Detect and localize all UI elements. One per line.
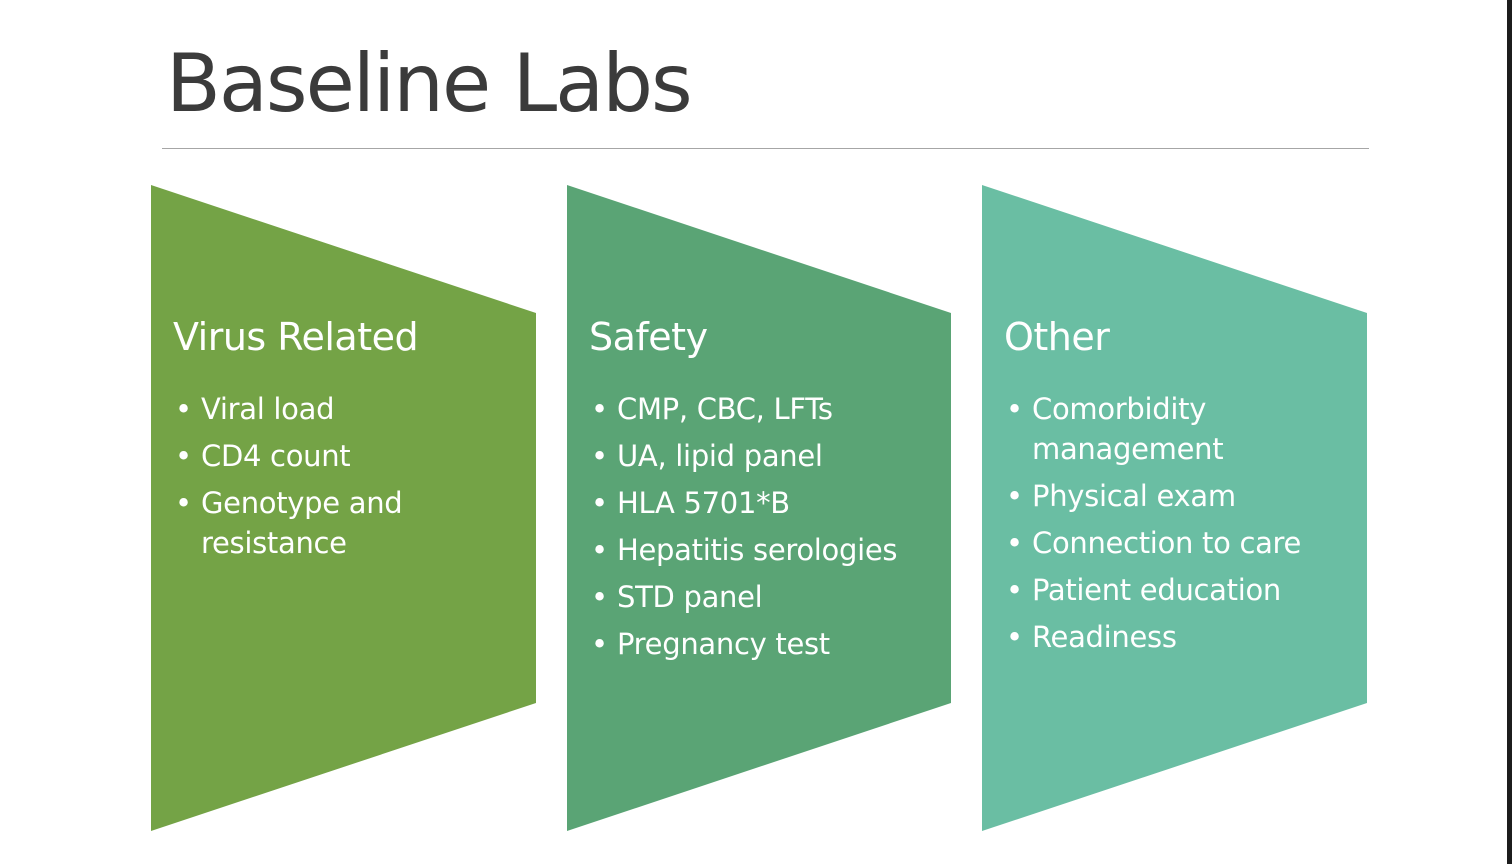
bullet-icon: • bbox=[591, 392, 608, 426]
column-shape-fill bbox=[982, 185, 1367, 831]
list-item: • Viral load bbox=[173, 389, 528, 429]
column-content: Virus Related • Viral load • CD4 count • Ge… bbox=[173, 313, 528, 570]
bullet-icon: • bbox=[1006, 479, 1023, 513]
column-shape-fill bbox=[567, 185, 951, 831]
column-list: • Comorbidity management • Physical exam •… bbox=[1004, 389, 1359, 657]
bullet-icon: • bbox=[1006, 620, 1023, 654]
column-list: • CMP, CBC, LFTs • UA, lipid panel • HLA 57… bbox=[589, 389, 943, 664]
list-item-text: Pregnancy test bbox=[617, 627, 830, 661]
list-item-text: STD panel bbox=[617, 580, 763, 614]
list-item: • Hepatitis serologies bbox=[589, 530, 943, 570]
column-heading: Safety bbox=[589, 315, 708, 359]
bullet-icon: • bbox=[1006, 392, 1023, 426]
list-item-text: Patient education bbox=[1032, 573, 1281, 607]
list-item: • UA, lipid panel bbox=[589, 436, 943, 476]
bullet-icon: • bbox=[175, 392, 192, 426]
column-heading: Other bbox=[1004, 315, 1110, 359]
bullet-icon: • bbox=[1006, 573, 1023, 607]
list-item: • Pregnancy test bbox=[589, 624, 943, 664]
list-item-text: Genotype and resistance bbox=[201, 486, 403, 560]
list-item-text: Readiness bbox=[1032, 620, 1177, 654]
bullet-icon: • bbox=[175, 439, 192, 473]
list-item-text: CD4 count bbox=[201, 439, 351, 473]
column-shape bbox=[151, 185, 536, 831]
list-item: • STD panel bbox=[589, 577, 943, 617]
column-other: Other • Comorbidity management • Physical … bbox=[982, 185, 1367, 831]
list-item: • Patient education bbox=[1004, 570, 1359, 610]
list-item-text: Physical exam bbox=[1032, 479, 1236, 513]
column-safety: Safety • CMP, CBC, LFTs • UA, lipid panel … bbox=[567, 185, 951, 831]
column-shape bbox=[982, 185, 1367, 831]
column-virus-related: Virus Related • Viral load • CD4 count • Ge… bbox=[151, 185, 536, 831]
bullet-icon: • bbox=[591, 439, 608, 473]
list-item: • Connection to care bbox=[1004, 523, 1359, 563]
list-item-text: HLA 5701*B bbox=[617, 486, 790, 520]
list-item: • CD4 count bbox=[173, 436, 528, 476]
list-item-text: UA, lipid panel bbox=[617, 439, 823, 473]
bullet-icon: • bbox=[1006, 526, 1023, 560]
bullet-icon: • bbox=[591, 580, 608, 614]
list-item-text: Hepatitis serologies bbox=[617, 533, 898, 567]
list-item-text: Viral load bbox=[201, 392, 335, 426]
list-item: • HLA 5701*B bbox=[589, 483, 943, 523]
slide-title: Baseline Labs bbox=[166, 37, 693, 130]
list-item-text: Comorbidity management bbox=[1032, 392, 1224, 466]
list-item: • Comorbidity management bbox=[1004, 389, 1359, 469]
column-content: Safety • CMP, CBC, LFTs • UA, lipid panel … bbox=[589, 313, 943, 671]
column-shape bbox=[567, 185, 951, 831]
list-item: • CMP, CBC, LFTs bbox=[589, 389, 943, 429]
list-item: • Physical exam bbox=[1004, 476, 1359, 516]
column-content: Other • Comorbidity management • Physical … bbox=[1004, 313, 1359, 664]
bullet-icon: • bbox=[591, 486, 608, 520]
bullet-icon: • bbox=[591, 627, 608, 661]
column-shape-fill bbox=[151, 185, 536, 831]
list-item: • Readiness bbox=[1004, 617, 1359, 657]
column-list: • Viral load • CD4 count • Genotype and res… bbox=[173, 389, 528, 563]
bullet-icon: • bbox=[175, 486, 192, 520]
list-item-text: CMP, CBC, LFTs bbox=[617, 392, 833, 426]
window-edge bbox=[1507, 0, 1512, 864]
title-divider bbox=[162, 148, 1369, 149]
bullet-icon: • bbox=[591, 533, 608, 567]
list-item: • Genotype and resistance bbox=[173, 483, 528, 563]
column-heading: Virus Related bbox=[173, 315, 419, 359]
list-item-text: Connection to care bbox=[1032, 526, 1302, 560]
